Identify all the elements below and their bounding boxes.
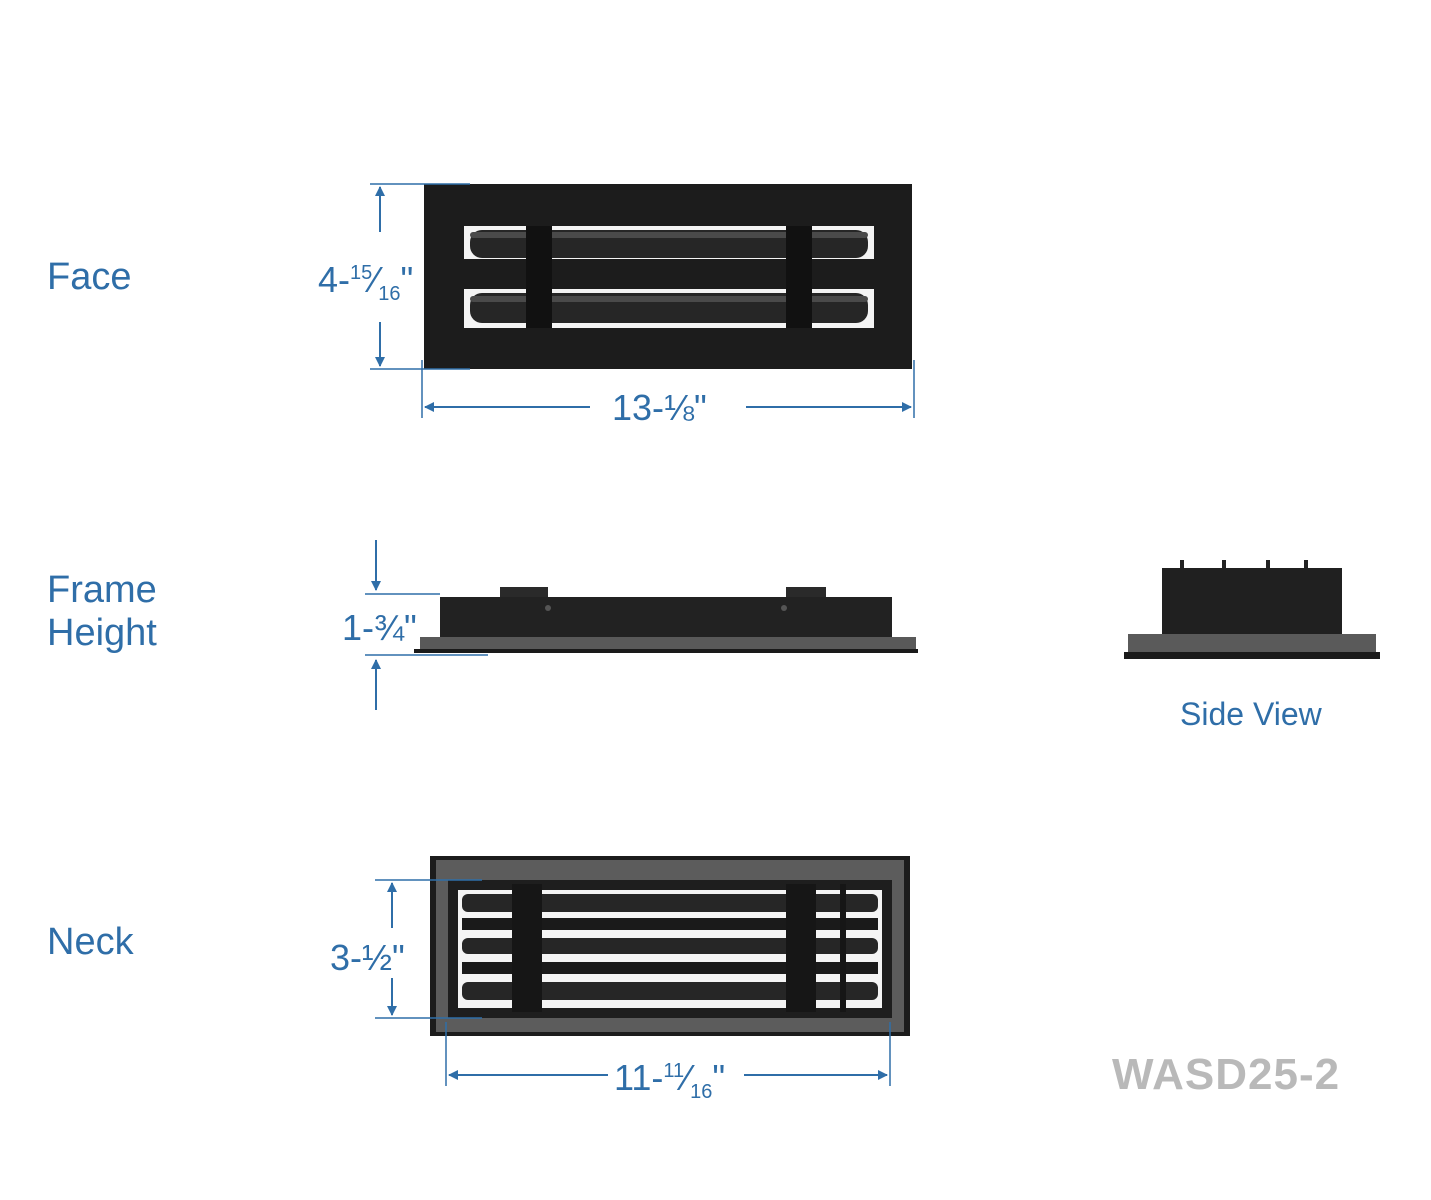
face-width-dimension-line	[421, 360, 915, 418]
face-height-numerator: 15	[350, 262, 373, 284]
side-view-image	[1124, 560, 1380, 659]
face-height-whole: 4-	[318, 259, 351, 300]
face-width-dimension: 13-⅛"	[612, 387, 707, 428]
frame-label-line2: Height	[47, 611, 157, 654]
side-view-label: Side View	[1180, 696, 1322, 732]
neck-width-dimension: 11-11⁄16"	[614, 1057, 726, 1104]
face-height-dimension: 4-15⁄16"	[318, 259, 414, 306]
neck-height-dimension-line	[375, 879, 482, 1019]
neck-width-numerator: 11	[663, 1060, 685, 1082]
face-height-denominator: 16	[378, 283, 401, 306]
face-height-dimension-line	[370, 183, 470, 370]
product-code: WASD25-2	[1112, 1050, 1341, 1099]
frame-label-line1: Frame	[47, 569, 157, 611]
frame-height-dimension: 1-¾"	[342, 607, 417, 648]
neck-height-dimension: 3-½"	[330, 937, 405, 978]
neck-label: Neck	[47, 921, 134, 963]
neck-grille-image	[430, 856, 910, 1036]
neck-width-dimension-line	[445, 1022, 891, 1086]
neck-width-whole: 11-	[614, 1057, 664, 1098]
face-label: Face	[47, 256, 132, 298]
frame-height-dimension-line	[365, 540, 488, 710]
frame-profile-image	[414, 587, 918, 653]
face-grille-image	[424, 184, 912, 369]
frame-height-label: Frame Height	[47, 569, 157, 654]
neck-width-denominator: 16	[690, 1081, 713, 1104]
